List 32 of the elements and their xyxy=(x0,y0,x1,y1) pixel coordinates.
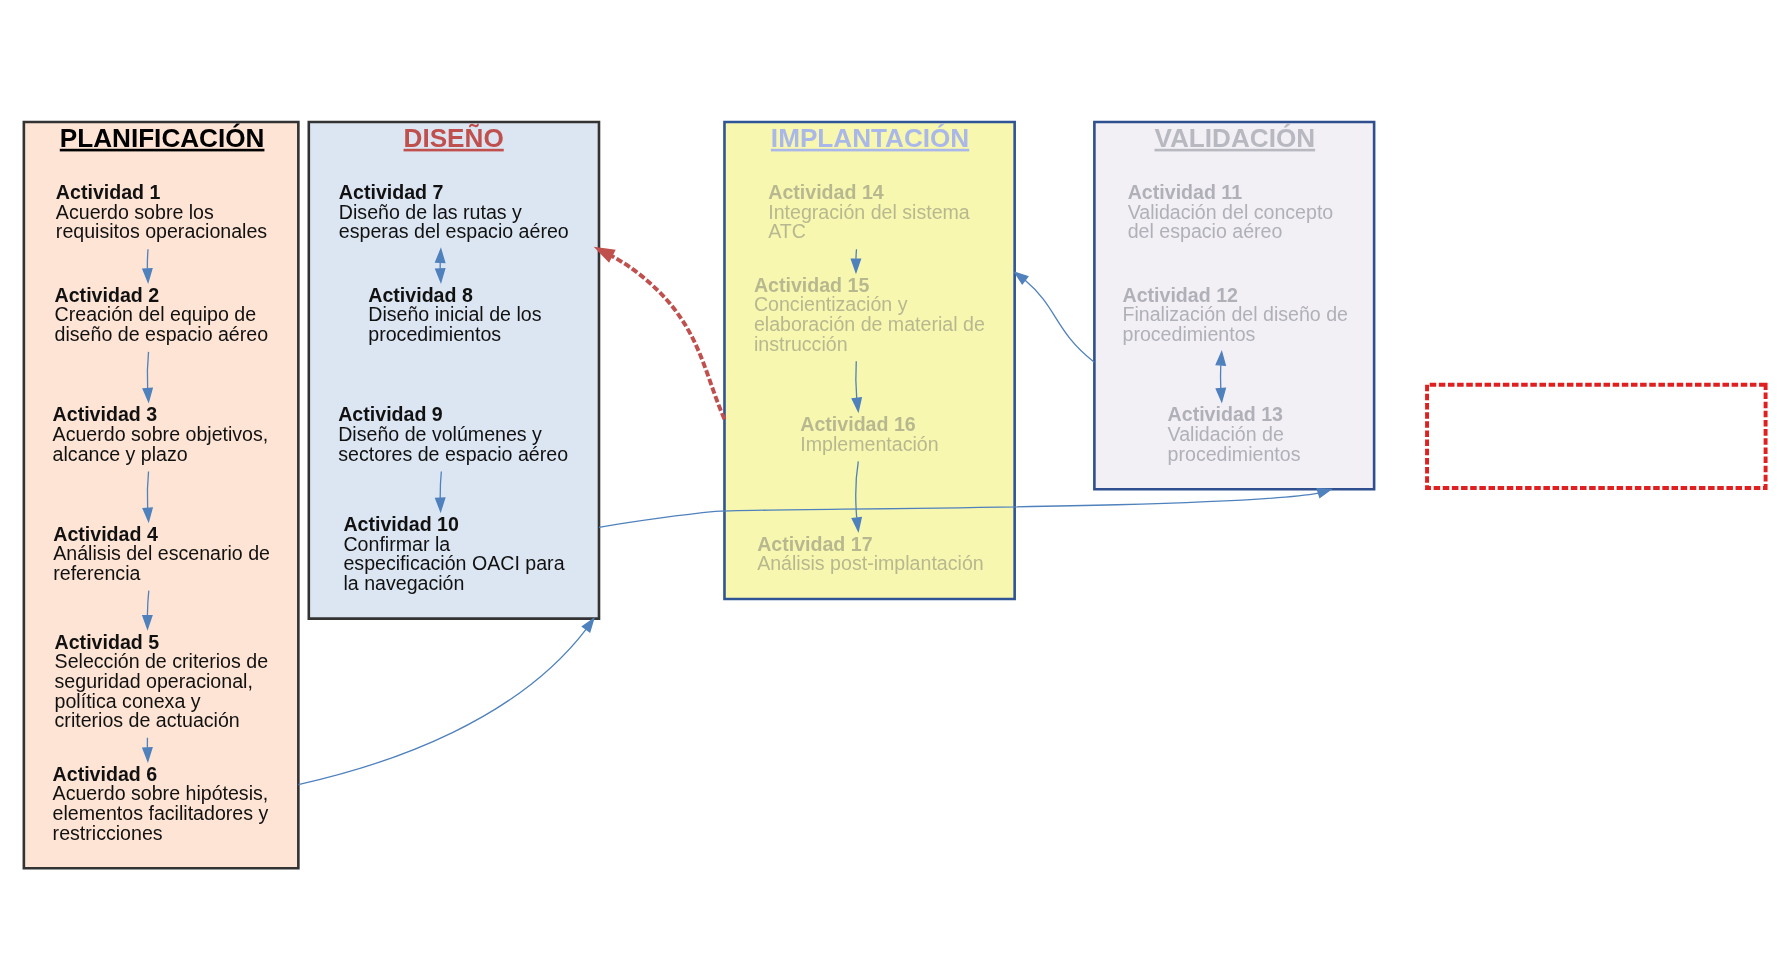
node-text: Actividad 3 Acuerdo sobre objetivos, alcance y plazo xyxy=(52,403,269,465)
arrow xyxy=(434,247,446,284)
node-text: Actividad 4 Análisis del escenario de referencia xyxy=(53,522,271,585)
node-text: Actividad 1 Acuerdo sobre los requisitos operacionales xyxy=(55,181,268,243)
arrow xyxy=(851,360,863,414)
arrow xyxy=(850,248,862,275)
node-text: Actividad 15 Concientización y elaboración de material de instrucción xyxy=(753,273,985,355)
node-text: Actividad 8 Diseño inicial de los procedimientos xyxy=(368,283,542,345)
node-box xyxy=(1425,382,1768,490)
node-text: Actividad 2 Creación del equipo de diseño de espacio aéreo xyxy=(54,283,269,345)
arrow xyxy=(1013,271,1096,363)
node-text: Actividad 11 Validación del concepto del espacio aéreo xyxy=(1127,181,1334,243)
arrow xyxy=(1215,349,1227,404)
arrow xyxy=(434,470,446,514)
node-text: Actividad 12 Finalización del diseño de procedimientos xyxy=(1122,283,1348,345)
node-text: Actividad 5 Selección de criterios de seguridad operacional, política conexa y criterios de actuación xyxy=(54,630,269,732)
node-text: Actividad 13 Validación de procedimientos xyxy=(1167,403,1301,465)
node-text: Actividad 9 Diseño de volúmenes y sectores de espacio aéreo xyxy=(338,403,569,465)
arrow xyxy=(297,617,595,786)
arrow xyxy=(142,470,154,524)
arrow xyxy=(141,248,153,284)
node-text: Actividad 10 Confirmar la especificación OACI para la navegación xyxy=(343,513,565,594)
node-text: Actividad 7 Diseño de las rutas y esperas del espacio aéreo xyxy=(338,181,569,243)
node-text: Actividad 14 Integración del sistema ATC xyxy=(768,181,970,243)
node-text: Actividad 16 Implementación xyxy=(800,413,939,455)
node-text: Actividad 6 Acuerdo sobre hipótesis, elementos facilitadores y restricciones xyxy=(52,762,269,844)
arrow xyxy=(598,488,1333,528)
node-text: Actividad 17 Análisis post-implantación xyxy=(757,532,984,575)
arrow xyxy=(142,351,154,404)
arrow xyxy=(593,246,727,420)
arrow xyxy=(141,590,153,631)
arrow xyxy=(851,460,863,533)
